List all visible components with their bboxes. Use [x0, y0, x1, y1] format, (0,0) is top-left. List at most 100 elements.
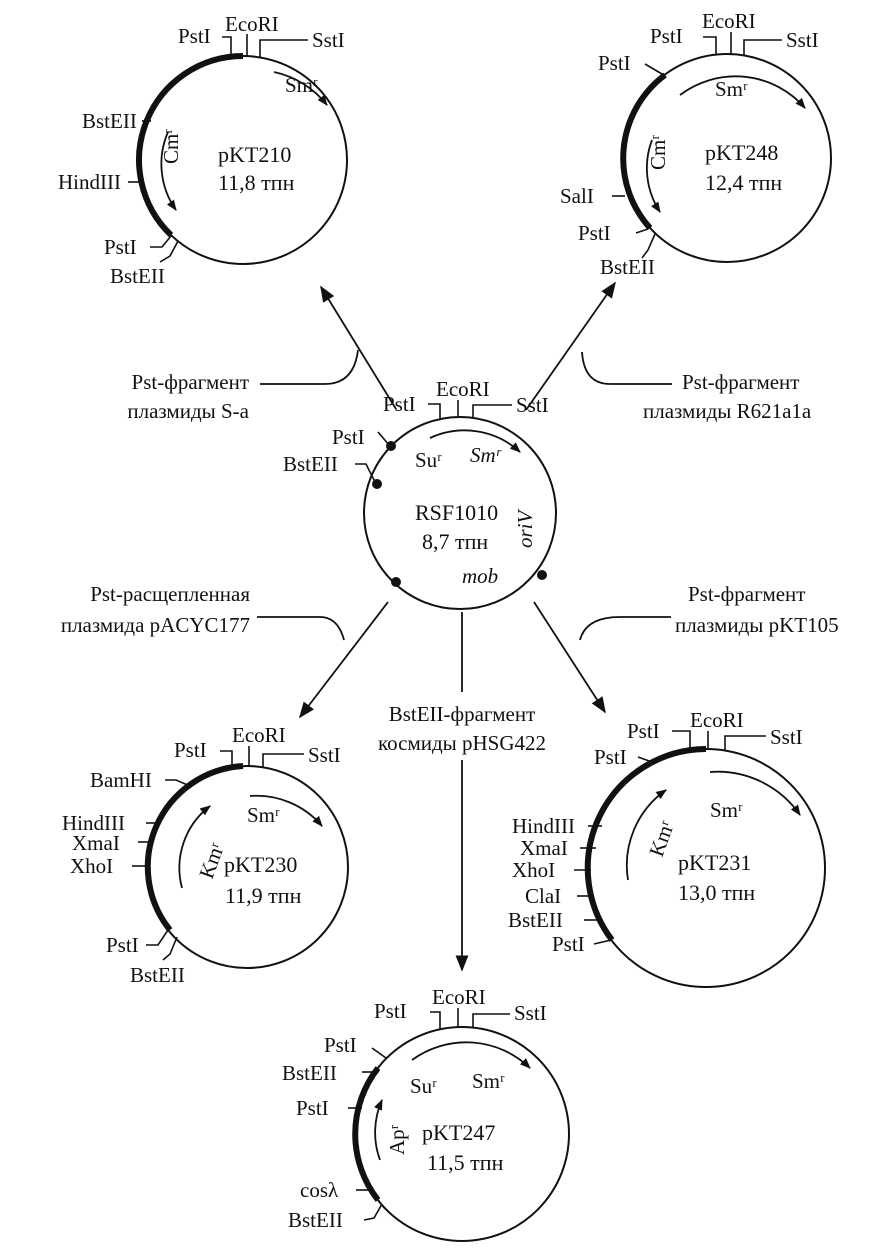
plasmid-name: pKT248 [705, 140, 778, 165]
site-tick [146, 929, 169, 946]
site-ecori: EcoRI [232, 723, 286, 747]
site-bsteii: BstEII [508, 908, 563, 932]
gene-sm: Smʳ [710, 798, 743, 822]
gene-cm: Cmʳ [646, 135, 670, 170]
plasmid-size: 8,7 тпн [422, 529, 488, 554]
arrow-to-pkt231 [533, 601, 606, 714]
gene-oriv: oriV [513, 508, 537, 548]
km-insert [144, 763, 244, 932]
plasmid-name: pKT247 [422, 1120, 495, 1145]
site-ecori: EcoRI [225, 12, 279, 36]
sm-arrow [679, 75, 806, 109]
plasmid-size: 12,4 тпн [705, 170, 782, 195]
site-ssti: SstI [514, 1001, 547, 1025]
caption-pkt105-line1: Pst-фрагмент [688, 582, 805, 606]
site-tick [430, 1011, 441, 1029]
gene-sm: Smʳ [715, 77, 748, 101]
site-ssti: SstI [308, 743, 341, 767]
caption-r621-line1: Pst-фрагмент [682, 370, 799, 394]
km-insert [584, 746, 707, 942]
site-tick [363, 1203, 383, 1221]
site-tick [637, 756, 653, 763]
site-psti: PstI [178, 24, 211, 48]
site-tick [672, 730, 691, 750]
caption-pkt105-line2: плазмиды pKT105 [675, 613, 839, 637]
site-xmai: XmaI [520, 836, 568, 860]
site-xhoi: XhoI [512, 858, 555, 882]
gene-su: Suʳ [415, 448, 442, 472]
gene-sm: Smʳ [472, 1069, 505, 1093]
site-hindiii: HindIII [58, 170, 121, 194]
plasmid-pkt210: pKT210 11,8 тпн Smʳ Cmʳ PstI EcoRI SstI … [58, 12, 348, 288]
site-tick [472, 404, 512, 418]
plasmid-size: 11,9 тпн [225, 883, 302, 908]
site-psti-left: PstI [324, 1033, 357, 1057]
site-ssti: SstI [786, 28, 819, 52]
cm-insert [620, 72, 667, 231]
site-tick [220, 750, 233, 767]
site-psti-bottom: PstI [578, 221, 611, 245]
site-bsteii: BstEII [82, 109, 137, 133]
site-tick [644, 63, 663, 75]
site-ecori: EcoRI [436, 377, 490, 401]
site-tick [150, 235, 172, 248]
su-sm-arrow [429, 429, 521, 453]
site-xhoi: XhoI [70, 854, 113, 878]
site-clai: ClaI [525, 884, 561, 908]
derivation-arrows [257, 281, 672, 972]
site-tick [703, 36, 717, 55]
site-hindiii: HindIII [512, 814, 575, 838]
site-tick [222, 36, 232, 57]
ap-arrow [374, 1099, 383, 1161]
site-tick [428, 403, 441, 419]
site-bsteii-top: BstEII [282, 1061, 337, 1085]
sm-arrow [249, 794, 323, 827]
gene-sm: Smʳ [470, 443, 502, 467]
connector-pacyc [257, 616, 345, 641]
site-tick [743, 39, 782, 56]
plasmid-pkt231: pKT231 13,0 тпн Smʳ Kmʳ PstI EcoRI SstI … [508, 708, 826, 988]
site-hindiii: HindIII [62, 811, 125, 835]
site-tick [165, 779, 191, 787]
site-psti: PstI [374, 999, 407, 1023]
plasmid-size: 13,0 тпн [678, 880, 755, 905]
site-ssti: SstI [312, 28, 345, 52]
site-tick [724, 735, 766, 750]
plasmid-name: pKT230 [224, 852, 297, 877]
site-ecori: EcoRI [432, 985, 486, 1009]
arrow-to-pkt230 [299, 601, 389, 719]
caption-sa-line2: плазмиды S-a [127, 399, 249, 423]
site-tick [371, 1047, 387, 1059]
connector-pkt105 [579, 616, 671, 641]
site-bsteii-bottom: BstEII [110, 264, 165, 288]
gene-km: Kmʳ [644, 817, 679, 860]
plasmid-name: RSF1010 [415, 500, 498, 525]
arrow-to-pkt210 [320, 285, 397, 410]
site-tick [162, 936, 178, 961]
km-arrow [178, 805, 211, 889]
captions: Pst-фрагмент плазмиды S-a Pst-фрагмент п… [61, 370, 839, 755]
gene-su: Suʳ [410, 1074, 437, 1098]
site-psti-left: PstI [332, 425, 365, 449]
gene-sm: Smʳ [285, 73, 318, 97]
site-bamhi: BamHI [90, 768, 152, 792]
gene-mob: mob [462, 564, 498, 588]
plasmid-pkt247: pKT247 11,5 тпн Suʳ Smʳ Apʳ PstI EcoRI S… [282, 985, 570, 1242]
sm-arrow [709, 770, 801, 816]
plasmid-ring [363, 416, 557, 610]
site-bsteii-bottom: BstEII [130, 963, 185, 987]
site-tick [159, 240, 179, 263]
caption-r621-line2: плазмиды R621a1a [643, 399, 812, 423]
connector-sa [260, 349, 359, 385]
caption-phsg-line2: космиды pHSG422 [378, 731, 546, 755]
site-sali: SalI [560, 184, 594, 208]
plasmid-size: 11,8 тпн [218, 170, 295, 195]
marker-dot [537, 570, 547, 580]
ap-insert [352, 1066, 381, 1202]
site-psti-left: PstI [594, 745, 627, 769]
site-psti: PstI [650, 24, 683, 48]
cm-arrow [160, 131, 177, 211]
site-cos: cosλ [300, 1178, 339, 1202]
caption-sa-line1: Pst-фрагмент [132, 370, 249, 394]
